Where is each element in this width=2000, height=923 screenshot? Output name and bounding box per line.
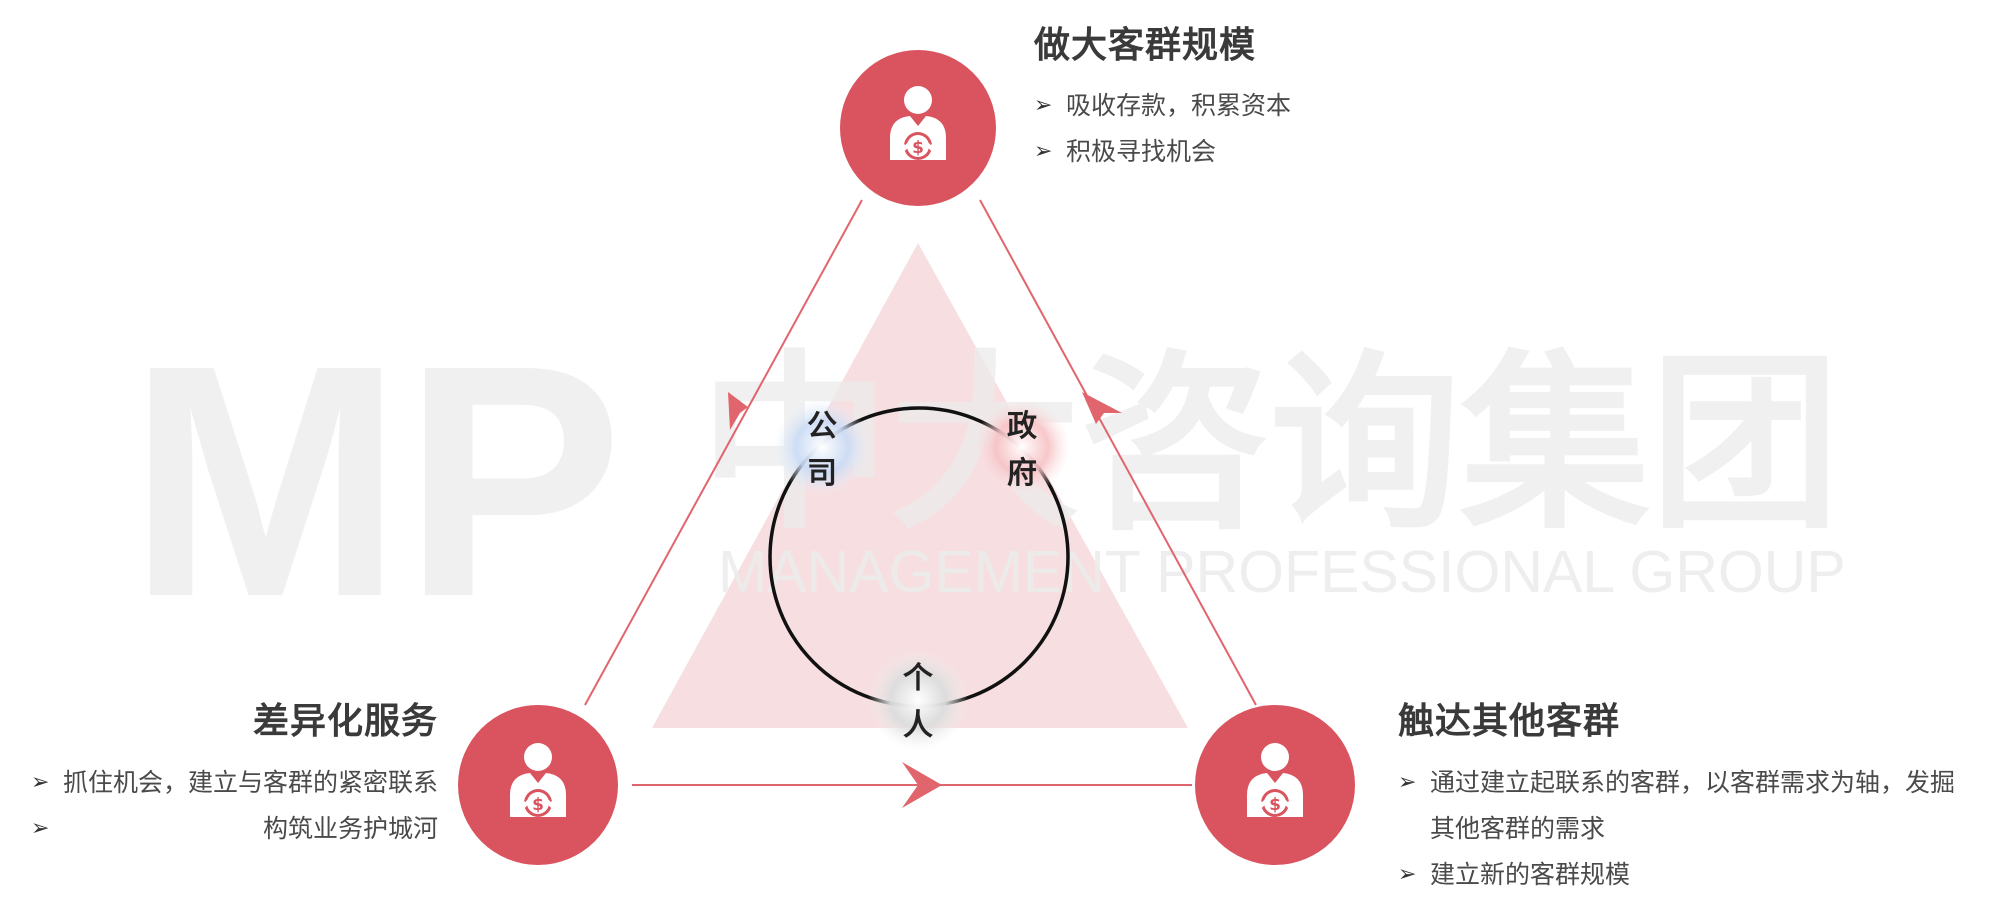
top-bullet-1: 吸收存款，积累资本 (1034, 83, 1291, 129)
arrow-up-right (1082, 392, 1122, 424)
right-bullet-1-continued: 其他客群的需求 (1430, 814, 1606, 843)
government-label-2: 府 (1007, 456, 1037, 491)
watermark-name-en: MANAGEMENT PROFESSIONAL GROUP (718, 539, 1846, 605)
triangle-edges (584, 199, 1257, 786)
node-top (840, 50, 996, 206)
left-bullet-1: 抓住机会，建立与客群的紧密联系 (31, 760, 438, 806)
arrow-down-left (728, 392, 748, 430)
center-cycle: 公 司 政 府 个 人 (768, 399, 1070, 750)
watermark: MP 中大咨询集团 MANAGEMENT PROFESSIONAL GROUP (128, 243, 1846, 728)
node-individual: 个 人 (868, 650, 968, 750)
right-bullet-2: 建立新的客群规模 (1398, 852, 1955, 898)
individual-glow (868, 650, 968, 750)
node-right (1195, 705, 1355, 865)
right-title: 触达其他客群 (1398, 701, 1621, 742)
left-bullets: 抓住机会，建立与客群的紧密联系 构筑业务护城河 (31, 760, 438, 852)
node-government: 政 府 (974, 399, 1070, 495)
individual-label-1: 个 (903, 661, 934, 696)
company-label-1: 公 (807, 409, 837, 444)
node-left (458, 705, 618, 865)
left-bullet-2: 构筑业务护城河 (31, 806, 438, 852)
watermark-triangle (652, 243, 1188, 728)
top-bullets: 吸收存款，积累资本 积极寻找机会 (1034, 83, 1291, 175)
arrow-right (902, 762, 942, 808)
right-bullets: 通过建立起联系的客群，以客群需求为轴，发掘 其他客群的需求 建立新的客群规模 (1398, 760, 1955, 898)
right-bullet-1: 通过建立起联系的客群，以客群需求为轴，发掘 (1398, 760, 1955, 806)
individual-label-2: 人 (903, 708, 933, 743)
top-title: 做大客群规模 (1034, 25, 1257, 66)
government-label-1: 政 (1007, 409, 1037, 444)
left-title: 差异化服务 (252, 701, 438, 742)
top-bullet-2: 积极寻找机会 (1034, 129, 1291, 175)
company-glow (774, 399, 870, 495)
node-company: 公 司 (774, 399, 870, 495)
government-glow (974, 399, 1070, 495)
edge-right (979, 199, 1257, 706)
company-label-2: 司 (807, 456, 837, 491)
watermark-name-cn: 中大咨询集团 (700, 334, 1840, 555)
edge-left (584, 199, 863, 706)
watermark-logo: MP (128, 296, 623, 665)
